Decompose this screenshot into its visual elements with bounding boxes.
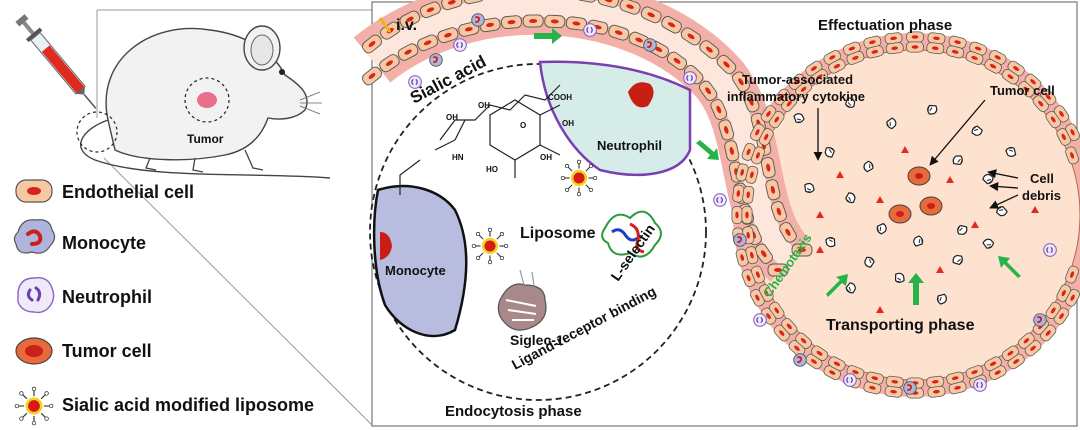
debris-arrow-1 bbox=[987, 169, 1019, 179]
chem-labels: COOH OH OH OH O OH HN HO bbox=[446, 93, 574, 174]
monocyte-cell bbox=[428, 52, 444, 68]
endothelial-cell-icon bbox=[15, 179, 53, 203]
tumor-cell-marker bbox=[907, 166, 931, 186]
tumor-label: Tumor bbox=[187, 132, 224, 146]
legend-label-monocyte: Monocyte bbox=[62, 233, 146, 253]
cytokine-marker bbox=[1031, 206, 1039, 213]
cytokine-marker bbox=[816, 246, 824, 253]
tumor-cell-marker bbox=[919, 196, 943, 216]
injection-needle-icon bbox=[378, 17, 392, 33]
syringe-icon bbox=[15, 14, 97, 109]
neutrophil-cell bbox=[1043, 243, 1057, 257]
chem-ho: HO bbox=[486, 165, 498, 174]
endothelial-cell bbox=[741, 185, 755, 205]
neutrophil-nucleus bbox=[628, 82, 654, 108]
neutrophil-cell bbox=[683, 71, 697, 85]
monocyte-cell bbox=[642, 37, 658, 53]
monocyte-cell bbox=[902, 380, 918, 396]
neutrophil-cell bbox=[843, 373, 857, 387]
cytokine-label-2: inflammatory cytokine bbox=[727, 89, 865, 104]
legend-label-tumor-cell: Tumor cell bbox=[62, 341, 152, 361]
flow-arrow-icon bbox=[696, 140, 719, 160]
endothelial-cell bbox=[906, 41, 924, 53]
cytokine-marker bbox=[836, 171, 844, 178]
tumor-cell-label: Tumor cell bbox=[990, 83, 1055, 98]
endothelial-cell bbox=[731, 206, 743, 224]
monocyte-region bbox=[372, 184, 468, 338]
neutrophil-cell bbox=[713, 193, 727, 207]
legend-label-neutrophil: Neutrophil bbox=[62, 287, 152, 307]
cytokine-marker bbox=[971, 221, 979, 228]
cytokine-marker bbox=[946, 176, 954, 183]
neutrophil-icon bbox=[17, 277, 55, 314]
chem-oh-3: OH bbox=[446, 113, 458, 122]
chem-hn: HN bbox=[452, 153, 464, 162]
endothelial-cell bbox=[885, 375, 905, 389]
effectuation-phase-label: Effectuation phase bbox=[818, 17, 952, 34]
cytokine-marker bbox=[816, 211, 824, 218]
l-selectin-protein bbox=[601, 210, 662, 258]
siglec-label: Siglec-1 bbox=[510, 332, 564, 348]
monocyte-cell bbox=[1032, 312, 1048, 328]
legend: Endothelial cell Monocyte Neutrophil Tum… bbox=[13, 179, 314, 427]
liposome-marker bbox=[559, 158, 599, 198]
debris-arrow-3 bbox=[989, 194, 1019, 209]
chem-cooh: COOH bbox=[548, 93, 572, 102]
green-arrows bbox=[534, 28, 1021, 305]
chem-oh-1: OH bbox=[562, 119, 574, 128]
transport-arrow-icon bbox=[998, 256, 1021, 278]
endothelial-cell bbox=[741, 206, 753, 224]
effectuation-cells bbox=[793, 95, 1039, 313]
cell-debris bbox=[913, 235, 924, 247]
endothelial-cell bbox=[500, 14, 523, 30]
sialic-acid-structure bbox=[399, 84, 561, 195]
debris-label-1: Cell bbox=[1030, 171, 1054, 186]
monocyte-nucleus bbox=[380, 232, 392, 260]
debris-label-2: debris bbox=[1022, 188, 1061, 203]
tumor-cell-icon bbox=[15, 337, 53, 365]
neutrophil-cell bbox=[583, 23, 597, 37]
liposome-label: Liposome bbox=[520, 225, 596, 242]
chemotaxis-arrow-icon bbox=[826, 274, 848, 297]
cytokine-marker bbox=[876, 306, 884, 313]
tumor-cell-marker bbox=[888, 204, 912, 224]
endothelial-cell bbox=[885, 41, 905, 55]
neutrophil-label: Neutrophil bbox=[597, 138, 662, 153]
cytokine-label-1: Tumor-associated bbox=[742, 72, 853, 87]
endothelial-cell bbox=[925, 375, 945, 389]
cytokine-marker bbox=[876, 196, 884, 203]
chem-oh-4: OH bbox=[540, 153, 552, 162]
iv-label: i.v. bbox=[396, 17, 417, 34]
monocyte-cell bbox=[470, 12, 486, 28]
monocyte-label: Monocyte bbox=[385, 263, 446, 278]
monocyte-cell bbox=[792, 352, 808, 368]
chem-o: O bbox=[520, 121, 526, 130]
endothelial-cell bbox=[925, 41, 945, 55]
legend-label-endothelial: Endothelial cell bbox=[62, 182, 194, 202]
liposome-icon bbox=[13, 385, 55, 427]
transporting-phase-label: Transporting phase bbox=[826, 317, 975, 334]
tumor-cell-arrow bbox=[929, 99, 986, 166]
cytokine-marker bbox=[936, 266, 944, 273]
mouse-illustration bbox=[76, 9, 373, 426]
siglec-1-protein bbox=[497, 269, 547, 331]
legend-label-liposome: Sialic acid modified liposome bbox=[62, 395, 314, 415]
monocyte-icon bbox=[13, 219, 56, 254]
chem-oh-2: OH bbox=[478, 101, 490, 110]
monocyte-cell bbox=[732, 232, 748, 248]
debris-arrow-2 bbox=[989, 182, 1019, 192]
neutrophil-cell bbox=[753, 313, 767, 327]
endothelial-cell bbox=[543, 14, 566, 29]
cell-debris bbox=[793, 113, 805, 124]
endocytosis-phase-label: Endocytosis phase bbox=[445, 403, 582, 420]
liposome-marker bbox=[470, 226, 510, 266]
neutrophil-cell bbox=[453, 38, 467, 52]
neutrophil-cell bbox=[973, 378, 987, 392]
endothelial-cell bbox=[522, 14, 544, 28]
main-panel: COOH OH OH OH O OH HN HO bbox=[353, 0, 1080, 427]
cytokine-marker bbox=[901, 146, 909, 153]
flow-arrow-icon bbox=[534, 28, 562, 44]
transport-arrow-icon bbox=[908, 273, 924, 305]
